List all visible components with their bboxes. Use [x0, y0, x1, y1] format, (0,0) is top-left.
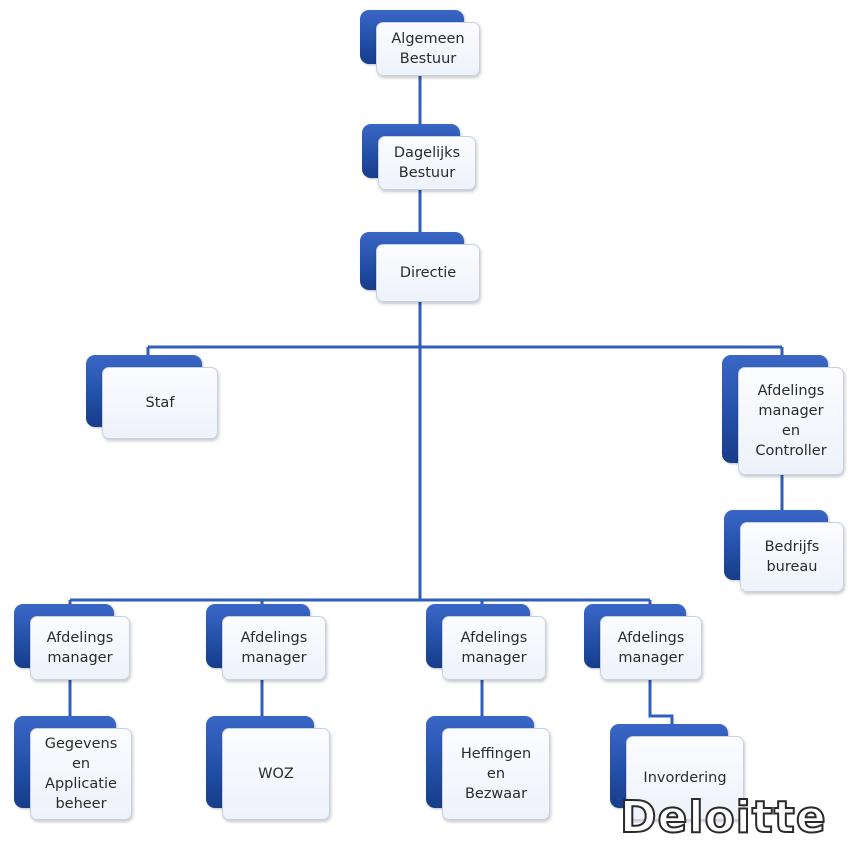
- node-bedrijfsbureau: Bedrijfs bureau: [724, 510, 844, 592]
- node-label: Heffingen en Bezwaar: [442, 728, 550, 820]
- node-gegevens-applicatiebeheer: Gegevens en Applicatie beheer: [14, 716, 132, 820]
- node-label: WOZ: [222, 728, 330, 820]
- node-label: Afdelings manager en Controller: [738, 367, 844, 475]
- node-label: Afdelings manager: [442, 616, 546, 680]
- deloitte-logo: Deloitte: [619, 792, 827, 843]
- node-label: Invordering: [626, 736, 744, 820]
- node-algemeen-bestuur: Algemeen Bestuur: [360, 10, 480, 76]
- node-label: Afdelings manager: [30, 616, 130, 680]
- org-chart: Algemeen Bestuur Dagelijks Bestuur Direc…: [14, 10, 844, 841]
- node-directie: Directie: [360, 232, 480, 302]
- node-afdelingsmanager-4: Afdelings manager: [584, 604, 702, 680]
- node-staf: Staf: [86, 355, 218, 439]
- node-label: Bedrijfs bureau: [740, 522, 844, 592]
- connector-lines: [68, 72, 784, 725]
- node-label: Gegevens en Applicatie beheer: [30, 728, 132, 820]
- node-label: Staf: [102, 367, 218, 439]
- node-label: Afdelings manager: [222, 616, 326, 680]
- node-label: Algemeen Bestuur: [376, 22, 480, 76]
- node-label: Dagelijks Bestuur: [378, 136, 476, 190]
- node-afdelingsmanager-controller: Afdelings manager en Controller: [722, 355, 844, 475]
- node-heffingen-bezwaar: Heffingen en Bezwaar: [426, 716, 550, 820]
- node-invordering: Invordering: [610, 724, 744, 820]
- node-woz: WOZ: [206, 716, 330, 820]
- node-afdelingsmanager-2: Afdelings manager: [206, 604, 326, 680]
- node-label: Directie: [376, 244, 480, 302]
- node-afdelingsmanager-1: Afdelings manager: [14, 604, 130, 680]
- connector-manager4-invordering: [648, 676, 674, 725]
- node-dagelijks-bestuur: Dagelijks Bestuur: [362, 124, 476, 190]
- node-label: Afdelings manager: [600, 616, 702, 680]
- node-afdelingsmanager-3: Afdelings manager: [426, 604, 546, 680]
